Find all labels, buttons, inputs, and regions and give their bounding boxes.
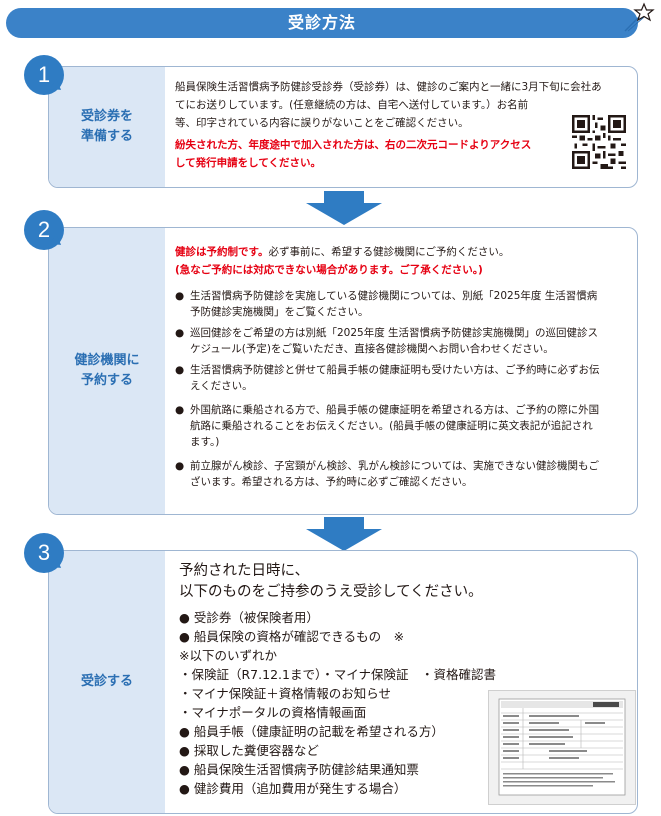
list-item: ※以下のいずれか (179, 648, 277, 663)
step-3-side: 受診する (49, 551, 165, 813)
down-arrow-icon (306, 517, 382, 551)
step-2-label: 健診機関に 予約する (74, 353, 140, 388)
list-item: ● 生活習慣病予防健診を実施している健診機関については、別紙「2025年度 生活… (175, 290, 598, 318)
step-3-card: 受診する 予約された日時に、 以下のものをご持参のうえ受診してください。 ● 受… (48, 550, 638, 814)
step-2-card: 健診機関に 予約する 健診は予約制です。必ず事前に、希望する健診機関にご予約くだ… (48, 227, 638, 515)
list-item: ・保険証（R7.12.1まで）・マイナ保険証 ・資格確認書 (179, 667, 496, 682)
step-1-card: 受診券を 準備する 船員保険生活習慣病予防健診受診券（受診券）は、健診のご案内と… (48, 66, 638, 188)
sample-certificate-image (488, 690, 636, 805)
list-item: ● 生活習慣病予防健診と併せて船員手帳の健康証明も受けたい方は、ご予約時に必ずお… (175, 364, 600, 392)
step-1-text-3: 等、印字されている内容に誤りがないことをご確認ください。 (175, 117, 469, 129)
step-2-side: 健診機関に 予約する (49, 228, 165, 514)
step-1-text-1: 船員保険生活習慣病予防健診受診券（受診券）は、健診のご案内と一緒に3月下旬に会社… (175, 81, 602, 93)
qr-code-icon[interactable] (572, 115, 626, 169)
list-item: ・マイナ保険証＋資格情報のお知らせ (179, 686, 392, 701)
list-item: ● 前立腺がん検診、子宮頸がん検診、乳がん検診については、実施できない健診機関も… (175, 460, 599, 488)
step-1-red-1: 紛失された方、年度途中で加入された方は、右の二次元コードよりアクセス (175, 139, 532, 151)
step-1-body: 船員保険生活習慣病予防健診受診券（受診券）は、健診のご案内と一緒に3月下旬に会社… (175, 67, 627, 187)
step-1-text-2: てにお送りしています。(任意継続の方は、自宅へ送付しています。）お名前 (175, 99, 529, 111)
list-item: ● 外国航路に乗船される方で、船員手帳の健康証明を希望される方は、ご予約の際に外… (175, 404, 600, 448)
step-3-number-badge: 3 (24, 533, 64, 573)
step-3-heading-2: 以下のものをご持参のうえ受診してください。 (179, 584, 483, 600)
list-item: ● 巡回健診をご希望の方は別紙「2025年度 生活習慣病予防健診実施機関」の巡回… (175, 327, 599, 355)
step-2-intro-rest: 必ず事前に、希望する健診機関にご予約ください。 (268, 246, 510, 258)
step-1-label: 受診券を 準備する (80, 109, 133, 144)
list-item: ● 受診券（被保険者用） (179, 610, 319, 625)
down-arrow-icon (306, 191, 382, 225)
step-2-body: 健診は予約制です。必ず事前に、希望する健診機関にご予約ください。 (急なご予約に… (175, 228, 627, 514)
step-2-number: 2 (37, 217, 51, 242)
page-title: 受診方法 (287, 13, 356, 32)
step-3-heading-1: 予約された日時に、 (179, 563, 310, 579)
step-1-side: 受診券を 準備する (49, 67, 165, 187)
step-3-label: 受診する (80, 674, 133, 689)
list-item: ● 採取した糞便容器など (179, 743, 319, 758)
list-item: ● 健診費用（追加費用が発生する場合） (179, 781, 407, 796)
step-1-red-2: して発行申請をしてください。 (175, 157, 322, 169)
step-1-number: 1 (37, 62, 51, 87)
step-3-body: 予約された日時に、 以下のものをご持参のうえ受診してください。 ● 受診券（被保… (175, 551, 627, 813)
list-item: ・マイナポータルの資格情報画面 (179, 705, 367, 720)
step-2-intro-red: 健診は予約制です。 (175, 246, 269, 258)
step-2-number-badge: 2 (24, 210, 64, 250)
step-1-number-badge: 1 (24, 55, 64, 95)
step-2-intro-notice: (急なご予約には対応できない場合があります。ご了承ください。) (175, 264, 483, 276)
list-item: ● 船員保険生活習慣病予防健診結果通知票 (179, 762, 419, 777)
list-item: ● 船員手帳（健康証明の記載を希望される方） (179, 724, 444, 739)
list-item: ● 船員保険の資格が確認できるもの ※ (179, 629, 405, 644)
step-3-number: 3 (37, 540, 51, 565)
page-title-bar: 受診方法 (6, 8, 638, 38)
star-icon (624, 2, 655, 32)
step-2-intro: 健診は予約制です。必ず事前に、希望する健診機関にご予約ください。 (175, 244, 509, 260)
